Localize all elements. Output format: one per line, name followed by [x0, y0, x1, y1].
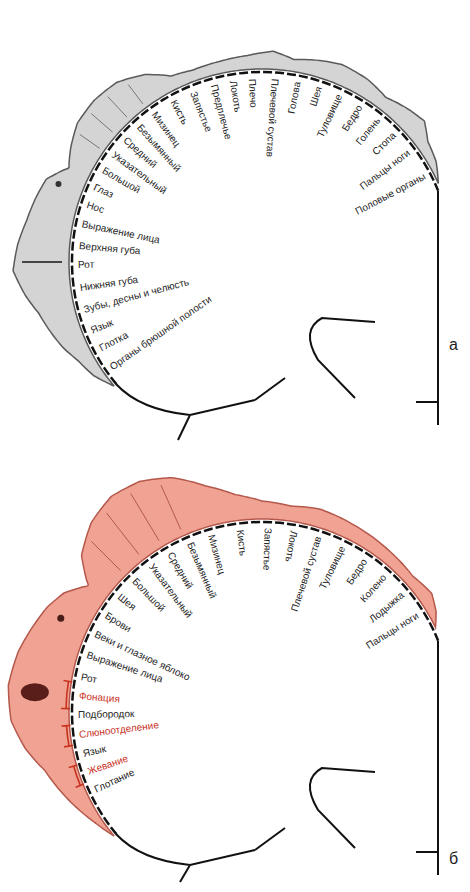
homunculus-details	[21, 85, 181, 702]
body-part-label: Кисть	[234, 529, 249, 556]
body-part-label: Бедро	[339, 103, 364, 134]
range-bracket	[69, 765, 84, 787]
body-part-label: Плечо	[247, 78, 260, 108]
homunculus-figures	[8, 51, 438, 836]
body-part-label: Локоть	[283, 530, 300, 563]
brain-section-lines	[116, 191, 438, 440]
eye-mark	[57, 615, 64, 622]
open-mouth	[21, 683, 49, 701]
body-part-label: Подбородок	[78, 708, 135, 720]
lateral-sulcus	[116, 378, 285, 440]
cortex-arcs	[72, 72, 438, 834]
body-part-label: Стопа	[370, 130, 398, 158]
body-part-label: Рот	[80, 671, 98, 685]
body-part-label: Запястье	[261, 528, 274, 571]
body-part-label: Шея	[307, 85, 324, 108]
body-part-label: Плечевой сустав	[264, 78, 281, 157]
eye-mark	[55, 181, 61, 187]
body-part-label: Нос	[85, 200, 105, 216]
finger-line	[91, 114, 112, 132]
body-part-label: Колено	[358, 571, 389, 604]
ventricle-outline	[310, 318, 375, 398]
body-part-label: Туловище	[317, 544, 348, 591]
cortex-surface-arc	[72, 72, 438, 384]
lateral-sulcus	[116, 828, 285, 882]
body-part-label: Верхняя губа	[78, 240, 140, 257]
body-part-label: Бедро	[344, 556, 370, 586]
body-part-label: Голова	[285, 80, 302, 114]
body-part-label: Шея	[115, 592, 138, 614]
ventricle-outline	[310, 768, 375, 848]
finger-line	[80, 134, 100, 148]
homunculus-body	[13, 51, 438, 386]
homunculus-body	[8, 478, 436, 836]
medial-surface-line	[416, 641, 438, 875]
body-part-label: Указательный	[147, 562, 195, 621]
finger-line	[161, 485, 181, 529]
cortex-surface-arc	[72, 522, 438, 834]
medial-surface-line	[416, 191, 438, 425]
body-part-label: Брови	[103, 610, 133, 635]
finger-line	[107, 513, 139, 554]
brain-section-lines	[116, 641, 438, 882]
body-part-label: Рот	[78, 259, 94, 271]
finger-line	[128, 85, 143, 104]
body-part-label: Язык	[81, 743, 106, 759]
body-part-label: Слюноотделение	[79, 719, 160, 740]
body-part-label: Локоть	[228, 79, 244, 112]
finger-line	[108, 97, 127, 118]
body-part-label: Мизинец	[206, 534, 228, 576]
panel-letter: а	[449, 336, 458, 354]
range-bracket	[61, 725, 72, 747]
finger-line	[131, 494, 159, 541]
body-part-label: Фонация	[78, 690, 120, 705]
body-part-label: Кисть	[168, 98, 191, 126]
finger-line	[91, 541, 120, 570]
mouth-line	[22, 261, 62, 263]
range-bracket	[61, 681, 72, 709]
body-part-label: Глаз	[92, 182, 116, 201]
panel-letter: б	[449, 850, 458, 868]
body-part-label: Язык	[89, 317, 115, 336]
